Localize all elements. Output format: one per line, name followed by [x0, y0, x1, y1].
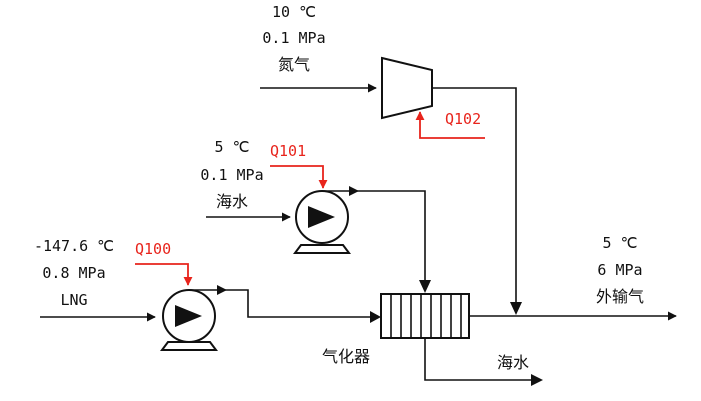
q101-energy-line [270, 165, 328, 189]
seawater-pump [293, 190, 354, 254]
q101-label: Q101 [270, 142, 306, 160]
vaporizer-label: 气化器 [322, 347, 370, 366]
outlet-pressure: 6 MPa [597, 261, 642, 279]
nitrogen-medium-label: 氮气 [278, 55, 310, 74]
lng-to-vaporizer-arrow [370, 311, 381, 323]
seawater-outlet-label: 海水 [497, 353, 529, 372]
q100-energy-line [135, 263, 193, 286]
lng-to-vaporizer-line [222, 289, 378, 318]
lng-pressure: 0.8 MPa [42, 264, 105, 282]
q102-label: Q102 [445, 110, 481, 128]
compressor-outlet-line [432, 87, 517, 310]
compressor-outlet-arrow [510, 302, 522, 315]
seawater-pressure: 0.1 MPa [200, 166, 263, 184]
vaporizer [380, 293, 470, 339]
seawater-medium-label: 海水 [216, 192, 248, 211]
seawater-pump-discharge-arrow [349, 186, 359, 196]
seawater-outlet-arrow [531, 374, 543, 386]
seawater-outlet-line [424, 338, 540, 381]
nitrogen-temperature: 10 ℃ [272, 3, 316, 21]
outlet-temperature: 5 ℃ [603, 234, 638, 252]
outlet-medium-label: 外输气 [596, 287, 644, 306]
lng-temperature: -147.6 ℃ [34, 237, 114, 255]
nitrogen-pressure: 0.1 MPa [262, 29, 325, 47]
lng-pump [160, 289, 222, 351]
lng-medium-label: LNG [60, 291, 87, 309]
q100-label: Q100 [135, 240, 171, 258]
q102-energy-line [415, 111, 485, 139]
nitrogen-compressor [381, 56, 433, 120]
seawater-to-vaporizer-line [354, 190, 426, 288]
seawater-to-vaporizer-arrow [419, 280, 431, 293]
seawater-temperature: 5 ℃ [215, 138, 250, 156]
